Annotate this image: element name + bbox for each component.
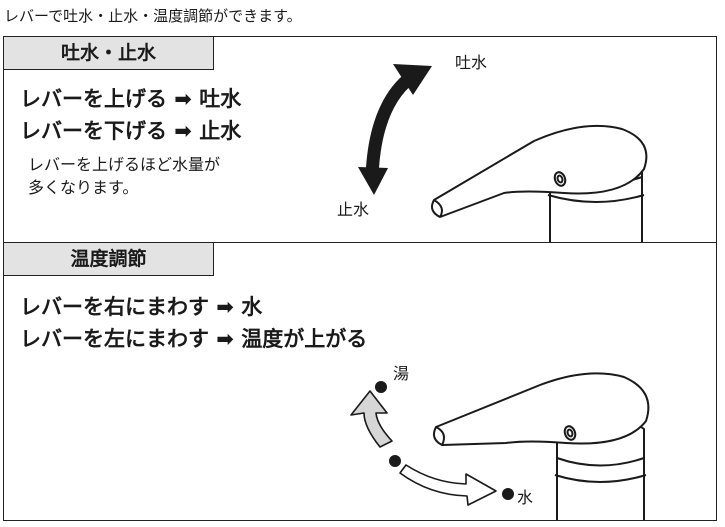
flow-panel: 吐水・止水 レバーを上げる ➡ 吐水 レバーを下げる ➡ 止水 レバーを上げるほ… [3, 36, 717, 244]
hot-label: 湯 [393, 364, 410, 383]
flow-heading: 吐水・止水 [4, 37, 214, 70]
lever-right-instruction: レバーを右にまわす ➡ 水 [20, 295, 263, 319]
flow-note-line1: レバーを上げるほど水量が [28, 155, 221, 174]
cold-dot-icon [502, 488, 514, 500]
faucet-icon [433, 372, 650, 520]
cold-arrow-icon [399, 464, 497, 506]
faucet-icon [431, 124, 648, 243]
flow-label: 吐水 [455, 53, 488, 72]
intro-text: レバーで吐水・止水・温度調節ができます。 [4, 7, 302, 25]
lever-down-instruction: レバーを下げる ➡ 止水 [20, 119, 242, 143]
middle-dot-icon [389, 455, 401, 467]
temperature-heading: 温度調節 [4, 243, 214, 276]
temperature-panel: 温度調節 レバーを右にまわす ➡ 水 レバーを左にまわす ➡ 温度が上がる 湯 … [3, 242, 717, 521]
lever-left-instruction: レバーを左にまわす ➡ 温度が上がる [20, 327, 368, 351]
hot-arrow-icon [350, 390, 393, 448]
flow-note-line2: 多くなります。 [28, 178, 139, 197]
stop-label: 止水 [337, 200, 370, 219]
up-down-arrow-icon [365, 71, 416, 177]
hot-dot-icon [375, 381, 387, 393]
cold-label: 水 [517, 488, 534, 507]
lever-rotation-illustration [350, 372, 650, 520]
lever-up-down-illustration [358, 64, 648, 243]
lever-up-instruction: レバーを上げる ➡ 吐水 [20, 87, 242, 111]
